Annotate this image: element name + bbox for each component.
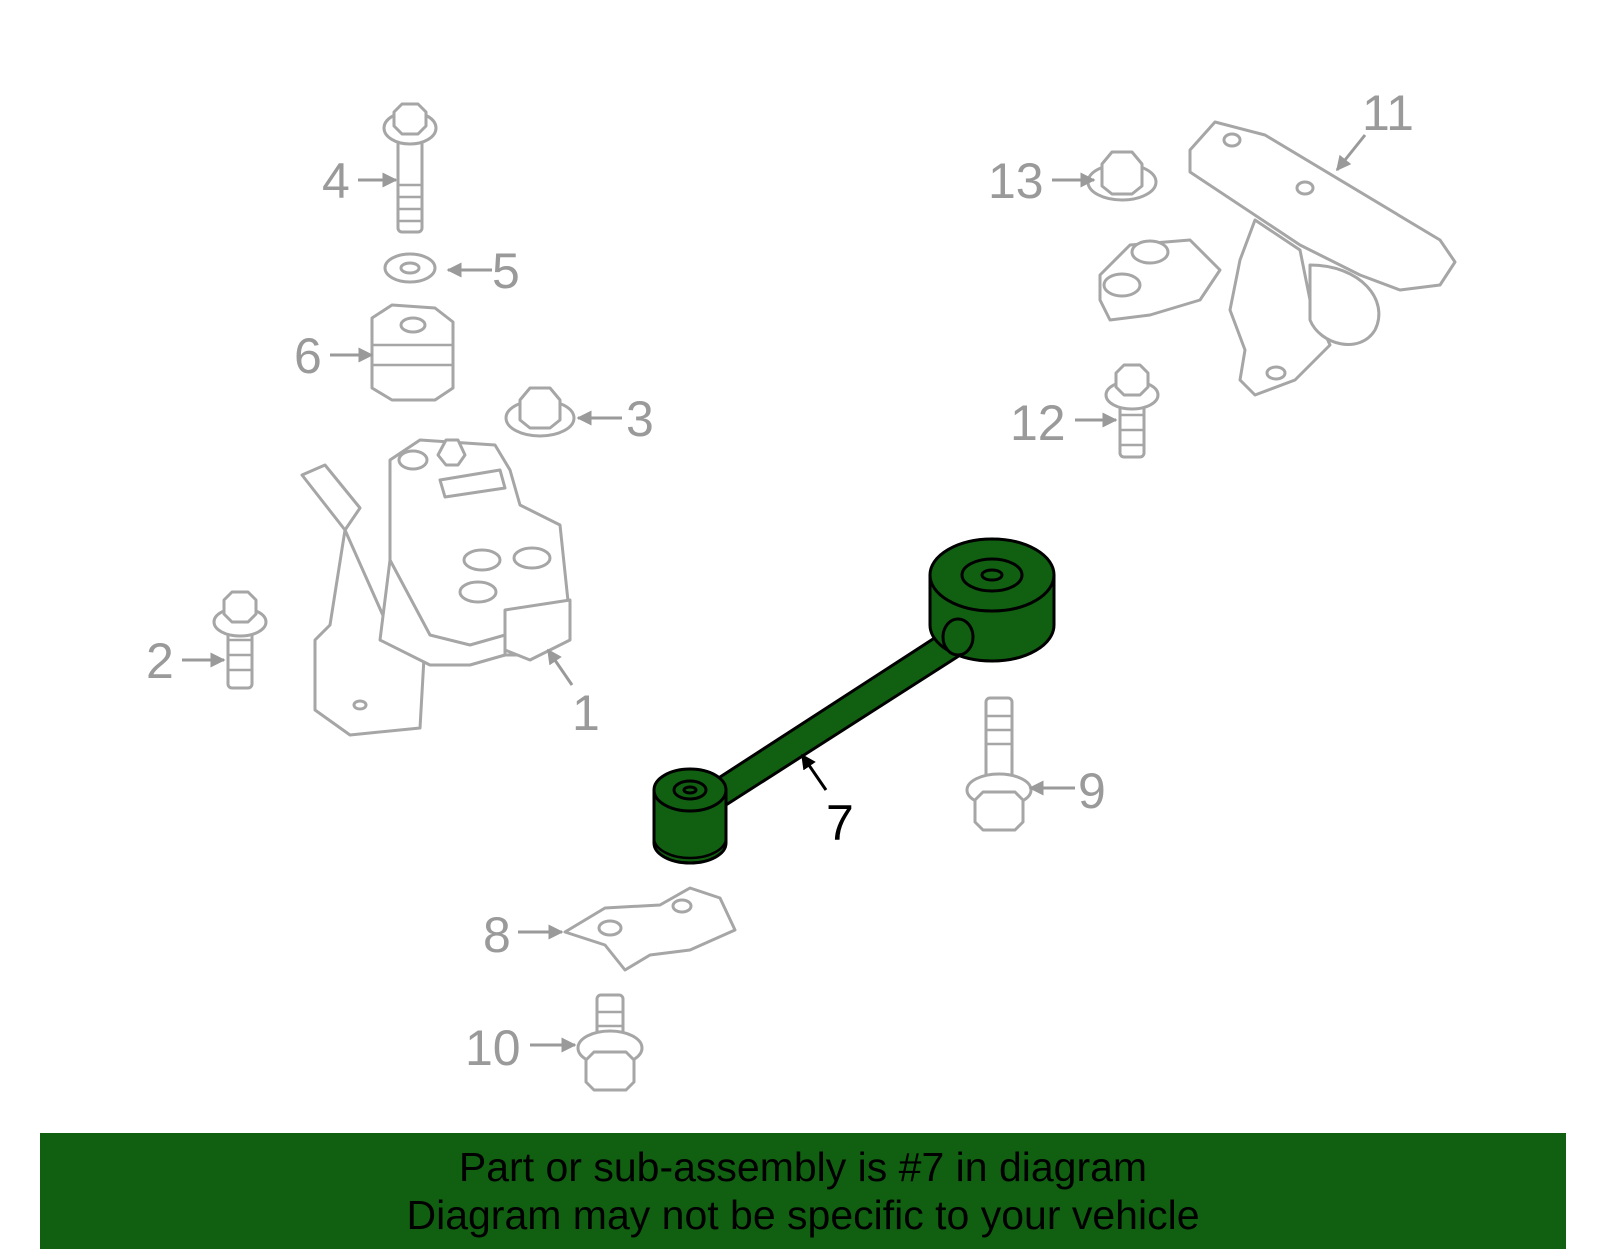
part-1-engine-mount <box>300 438 572 737</box>
callout-13: 13 <box>988 153 1044 209</box>
part-3-nut <box>504 386 576 438</box>
callout-1: 1 <box>572 685 600 741</box>
part-5-washer <box>383 252 437 284</box>
part-2-bolt <box>212 590 268 690</box>
banner-line-2: Diagram may not be specific to your vehi… <box>406 1192 1200 1238</box>
callout-5: 5 <box>492 243 520 299</box>
callout-9: 9 <box>1078 763 1106 819</box>
callout-6: 6 <box>294 328 322 384</box>
callout-2: 2 <box>146 633 174 689</box>
callout-10: 10 <box>465 1020 521 1076</box>
callout-1-arrow <box>546 648 574 686</box>
part-9-bolt <box>965 696 1033 832</box>
callout-8: 8 <box>483 907 511 963</box>
banner-line-1: Part or sub-assembly is #7 in diagram <box>458 1144 1148 1190</box>
part-13-nut <box>1086 150 1158 202</box>
callout-3: 3 <box>626 391 654 447</box>
callout-7-arrow <box>800 753 828 791</box>
callout-11-arrow <box>1335 134 1367 172</box>
part-8-bracket <box>563 886 737 972</box>
part-12-bolt <box>1104 363 1160 459</box>
callout-7: 7 <box>826 795 854 851</box>
part-7-torque-rod[interactable] <box>652 537 1056 865</box>
callout-11: 11 <box>1362 85 1414 141</box>
part-11-transmission-mount <box>1098 120 1457 397</box>
callout-4: 4 <box>322 153 350 209</box>
parts-diagram: 4 5 6 3 2 1 13 11 12 7 9 8 10 <box>146 85 1457 1092</box>
info-banner: Part or sub-assembly is #7 in diagram Di… <box>40 1133 1566 1249</box>
callout-12: 12 <box>1010 395 1066 451</box>
part-10-bolt <box>576 993 644 1092</box>
part-6-spacer <box>370 303 455 402</box>
part-4-bolt <box>382 102 438 234</box>
